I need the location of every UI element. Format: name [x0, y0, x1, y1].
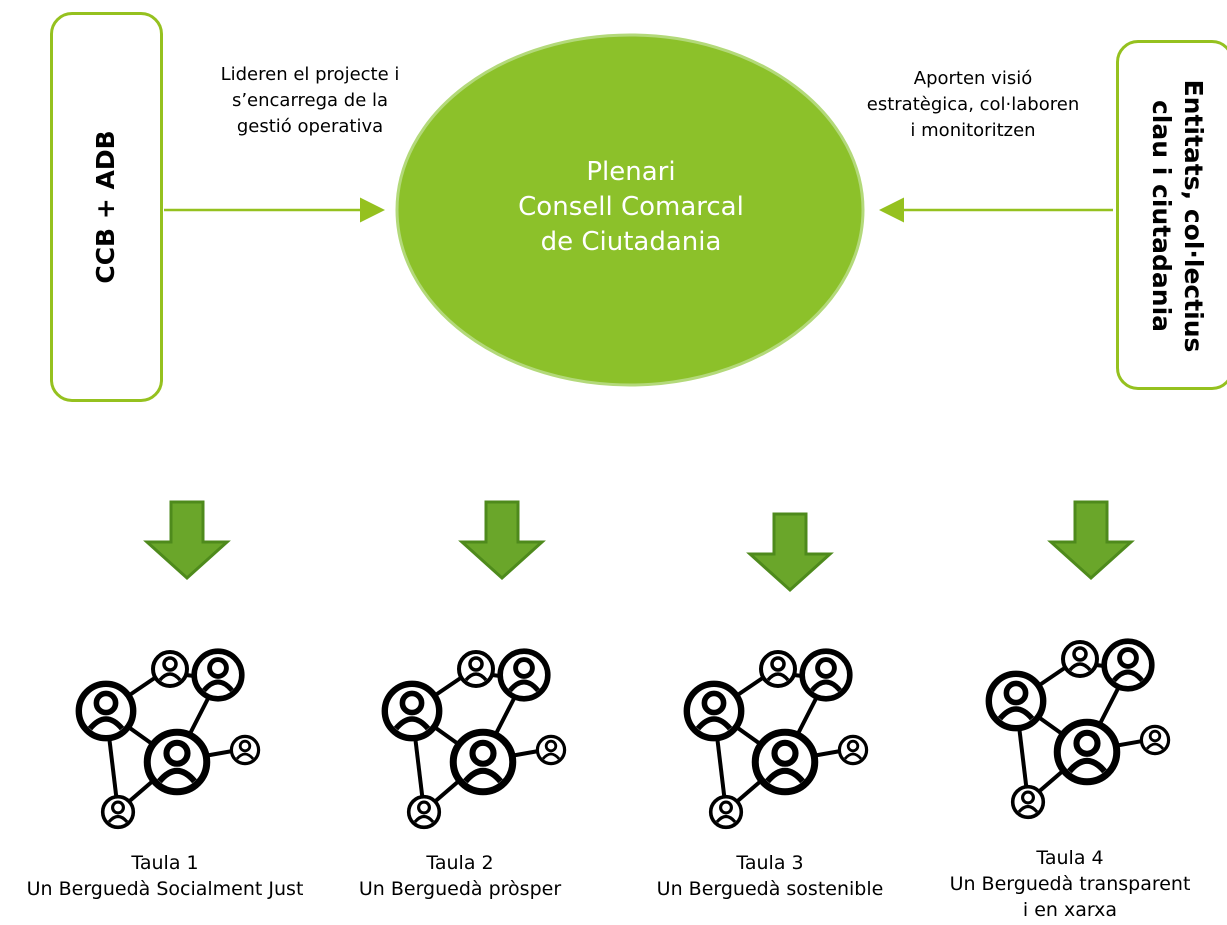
right-actor-box	[1116, 40, 1227, 390]
table-4-subtitle: Un Berguedà transparent	[949, 873, 1191, 895]
right-note-line-1: Aporten visió	[913, 68, 1033, 89]
right-actor-label-line-2: clau i ciutadania	[1147, 99, 1176, 333]
table-2-title: Taula 2	[426, 852, 494, 874]
table-3-subtitle: Un Berguedà sostenible	[656, 878, 884, 900]
hub-ellipse	[395, 33, 865, 387]
left-note-line-2: s’encarrega de la	[231, 90, 389, 111]
left-note-line-3: gestió operativa	[236, 116, 384, 137]
hub-title-line-1: Plenari	[586, 157, 676, 187]
right-actor-label-line-1: Entitats, col·lectius	[1179, 79, 1208, 353]
table-4-subtitle-line-2: i en xarxa	[1022, 899, 1118, 921]
network-people-icon	[79, 651, 259, 827]
hub-title-line-3: de Ciutadania	[540, 227, 722, 257]
table-caption-4: Taula 4 Un Berguedà transparent i en xar…	[925, 845, 1215, 923]
left-actor-label-text: CCB + ADB	[91, 130, 120, 284]
left-actor-label: CCB + ADB	[90, 130, 122, 283]
down-arrow-icon	[460, 500, 544, 580]
table-caption-2: Taula 2 Un Berguedà pròsper	[340, 850, 580, 902]
table-1-title: Taula 1	[131, 852, 199, 874]
right-note: Aporten visió estratègica, col·laboren i…	[828, 66, 1118, 144]
table-caption-3: Taula 3 Un Berguedà sostenible	[635, 850, 905, 902]
table-1-subtitle: Un Berguedà Socialment Just	[26, 878, 304, 900]
down-arrow-icon	[1049, 500, 1133, 580]
right-note-line-2: estratègica, col·laboren	[866, 94, 1080, 115]
table-4-title: Taula 4	[1036, 847, 1104, 869]
down-arrow-icon	[145, 500, 229, 580]
right-note-line-3: i monitoritzen	[910, 120, 1036, 141]
network-people-icon	[989, 641, 1169, 817]
hub-title: Plenari Consell Comarcal de Ciutadania	[398, 155, 864, 260]
left-actor-box	[50, 12, 163, 402]
table-2-subtitle: Un Berguedà pròsper	[358, 878, 562, 900]
down-arrow-icon	[748, 512, 832, 592]
right-actor-label: Entitats, col·lectius clau i ciutadania	[1145, 80, 1209, 353]
table-3-title: Taula 3	[736, 852, 804, 874]
network-people-icon	[385, 651, 565, 827]
left-note-line-1: Lideren el projecte i	[220, 64, 400, 85]
left-note: Lideren el projecte i s’encarrega de la …	[190, 62, 430, 140]
network-people-icon	[687, 651, 867, 827]
table-caption-1: Taula 1 Un Berguedà Socialment Just	[0, 850, 330, 902]
hub-title-line-2: Consell Comarcal	[518, 192, 744, 222]
